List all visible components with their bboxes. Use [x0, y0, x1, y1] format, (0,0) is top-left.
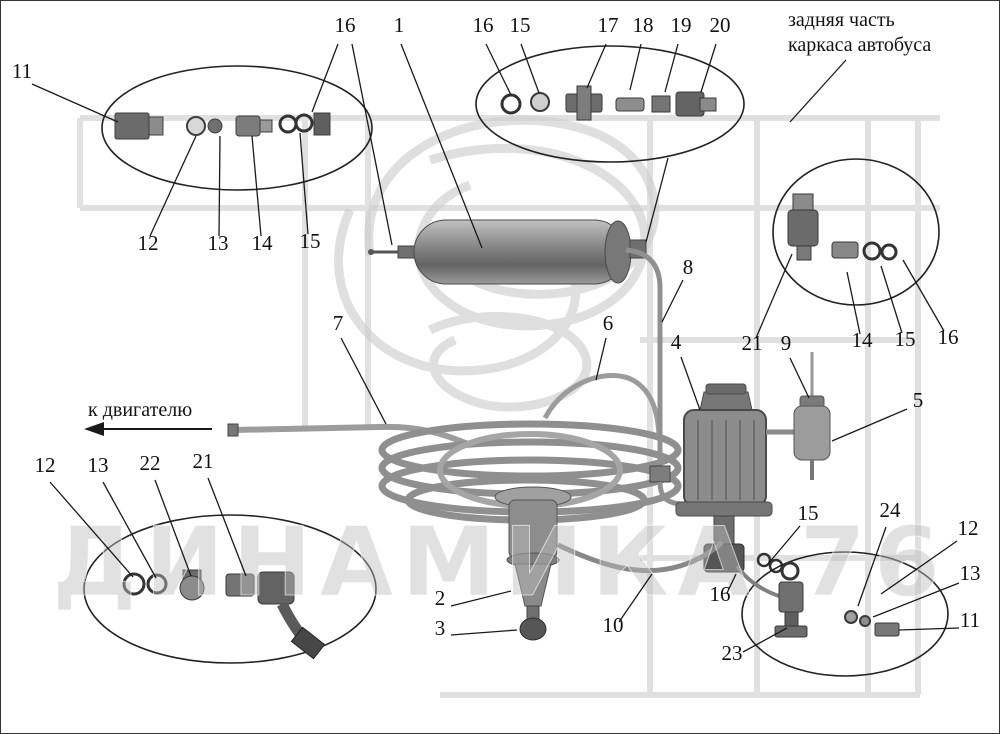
label-13: 13 [208, 231, 229, 255]
label-15: 15 [895, 327, 916, 351]
label-7: 7 [333, 311, 344, 335]
valve-neck [699, 391, 753, 411]
label-16: 16 [938, 325, 959, 349]
note-rear-frame-line1: задняя часть [788, 9, 895, 31]
callout-bottom-right [741, 551, 949, 677]
label-21: 21 [742, 331, 763, 355]
label-10: 10 [603, 613, 624, 637]
label-21: 21 [193, 449, 214, 473]
callout-top-middle [475, 45, 745, 163]
label-15: 15 [798, 501, 819, 525]
label-12: 12 [138, 231, 159, 255]
fittings-bottom-right [735, 561, 900, 638]
down-pipe [625, 247, 663, 468]
label-11: 11 [12, 59, 32, 83]
to-engine-arrow [84, 422, 212, 436]
label-14: 14 [852, 328, 874, 352]
pump-bell [514, 563, 552, 607]
filter-unit [766, 352, 831, 480]
label-16: 16 [710, 582, 731, 606]
label-1: 1 [394, 13, 405, 37]
note-rear-frame-line2: каркаса автобуса [788, 34, 931, 56]
label-5: 5 [913, 388, 924, 412]
pump-assembly [494, 486, 572, 641]
flex-hose [556, 540, 724, 574]
label-14: 14 [252, 231, 274, 255]
label-12: 12 [35, 453, 56, 477]
label-18: 18 [633, 13, 654, 37]
valve-unit [675, 383, 773, 573]
pump-bottom-cap [519, 617, 547, 641]
label-3: 3 [435, 616, 446, 640]
tank-inlet-fitting [397, 245, 417, 259]
callout-top-left [101, 65, 373, 191]
fittings-top-middle [500, 85, 717, 121]
label-15: 15 [300, 229, 321, 253]
label-12: 12 [958, 516, 979, 540]
label-11: 11 [960, 608, 980, 632]
label-2: 2 [435, 586, 446, 610]
label-19: 19 [671, 13, 692, 37]
curved-connecting-pipe [542, 372, 662, 437]
label-9: 9 [781, 331, 792, 355]
valve-ribs [697, 420, 755, 500]
label-23: 23 [722, 641, 743, 665]
label-24: 24 [880, 498, 902, 522]
tube-end [368, 249, 374, 255]
label-17: 17 [598, 13, 619, 37]
label-16: 16 [473, 13, 494, 37]
label-6: 6 [603, 311, 614, 335]
fittings-right [787, 193, 898, 261]
fittings-bottom-left [122, 569, 326, 660]
arrowhead-icon [84, 422, 104, 436]
label-22: 22 [140, 451, 161, 475]
label-4: 4 [671, 330, 682, 354]
note-to-engine: к двигателю [88, 399, 192, 421]
label-16: 16 [335, 13, 356, 37]
label-8: 8 [683, 255, 694, 279]
label-13: 13 [960, 561, 981, 585]
pipe-end-fitting [227, 423, 239, 437]
pipe-junction [649, 465, 671, 483]
callout-bottom-left [83, 514, 377, 664]
label-15: 15 [510, 13, 531, 37]
label-13: 13 [88, 453, 109, 477]
air-receiver-tank [368, 219, 632, 285]
fittings-top-left [114, 112, 331, 140]
filter-body [793, 405, 831, 461]
callout-right [772, 158, 940, 306]
label-20: 20 [710, 13, 731, 37]
part-number-labels: 11 16 1 16 15 17 18 19 20 12 13 14 15 8 … [12, 13, 981, 665]
valve-top-cap [705, 383, 747, 395]
callout-ellipses [83, 45, 949, 677]
leader-lines [31, 43, 960, 653]
tank-body [413, 219, 627, 285]
watermark-text: ДИНАМИКА 76 [52, 508, 948, 618]
